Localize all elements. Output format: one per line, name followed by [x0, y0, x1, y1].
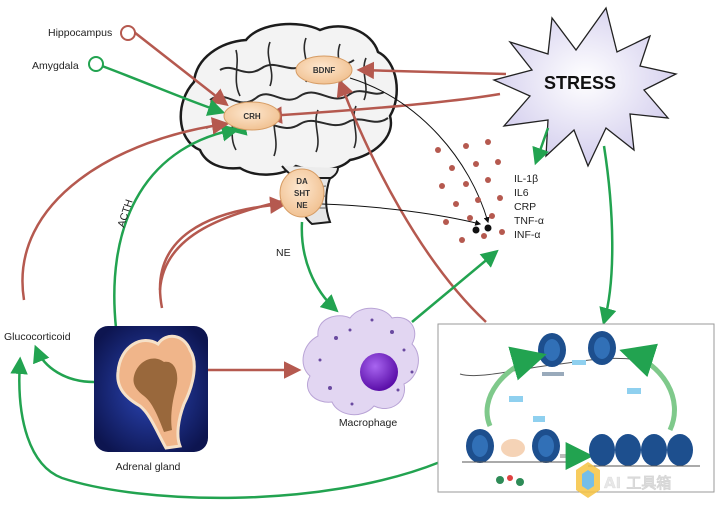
chromatin-icon	[459, 331, 700, 486]
arrow-adrenal-ne	[158, 198, 287, 291]
cytokine-list: IL-1β IL6 CRP TNF-α INF-α	[514, 173, 544, 241]
cytokine-item: CRP	[514, 201, 536, 213]
arrow-macrophage-cytokines	[411, 249, 499, 323]
epigenetics-panel: AI 工具箱	[437, 323, 715, 498]
node-bdnf: BDNF	[295, 55, 353, 85]
cytokine-item: IL6	[514, 187, 529, 199]
arrow-panel-glucocorticoid	[10, 356, 441, 500]
arrow-stress-down	[599, 145, 617, 326]
ne-node-label: NE	[296, 201, 308, 210]
starburst-icon	[492, 6, 678, 168]
cytokine-cluster	[435, 139, 505, 243]
macrophage-icon	[302, 307, 419, 416]
watermark-text: AI 工具箱	[604, 474, 671, 492]
stress-starburst: STRESS	[492, 6, 678, 168]
bdnf-label: BDNF	[313, 66, 335, 75]
arrow-stress-bdnf	[356, 61, 507, 80]
hippocampus-marker	[120, 25, 136, 41]
arrow-ne-macrophage	[300, 221, 339, 313]
da-label: DA	[296, 177, 308, 186]
watermark: AI 工具箱	[576, 462, 672, 498]
adrenal-gland-label: Adrenal gland	[116, 461, 181, 473]
ne-label: NE	[276, 247, 291, 259]
cytokine-item: IL-1β	[514, 173, 538, 185]
acth-label: ACTH	[115, 198, 135, 229]
crh-label: CRH	[243, 112, 261, 121]
arrow-amygdala-crh	[101, 64, 226, 116]
arrow-adrenal-glucocorticoid	[33, 344, 95, 384]
arrow-stress-cytokines	[532, 127, 550, 166]
input-amygdala: Amygdala	[32, 56, 104, 72]
arrow-panel-bdnf	[336, 78, 487, 323]
node-crh: CRH	[223, 101, 281, 131]
hippocampus-label: Hippocampus	[48, 27, 112, 39]
sht-label: SHT	[294, 189, 310, 198]
arrow-stress-crh	[264, 92, 501, 124]
adrenal-gland: Adrenal gland	[94, 326, 208, 473]
macrophage-nucleus	[360, 353, 398, 391]
amygdala-marker	[88, 56, 104, 72]
arrow-crh-adrenal	[113, 118, 248, 329]
line-ne-cytokines	[321, 203, 482, 226]
arrow-hippocampus-crh	[133, 31, 229, 107]
arrow-glucocorticoid-crh	[21, 117, 230, 301]
input-hippocampus: Hippocampus	[48, 25, 136, 41]
stress-label: STRESS	[544, 73, 616, 93]
macrophage-label: Macrophage	[339, 417, 398, 429]
node-neurotransmitters: DA SHT NE	[279, 168, 325, 218]
pathway-arrows	[10, 31, 617, 500]
amygdala-label: Amygdala	[32, 60, 79, 72]
macrophage: Macrophage	[302, 307, 419, 429]
cytokine-item: INF-α	[514, 229, 540, 241]
cytokine-item: TNF-α	[514, 215, 544, 227]
glucocorticoid-label: Glucocorticoid	[4, 331, 71, 343]
